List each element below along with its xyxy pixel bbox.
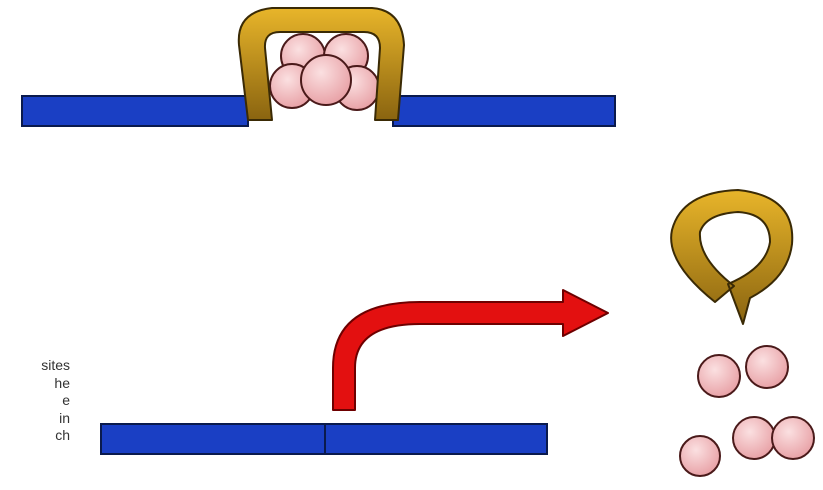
dna-segment-left — [101, 424, 325, 454]
caption-line: sites — [0, 357, 70, 375]
caption-text: sites he e in ch — [0, 357, 70, 445]
dna-segment-right — [325, 424, 547, 454]
caption-line: in — [0, 410, 70, 428]
histone-sphere-icon — [680, 436, 720, 476]
caption-line: e — [0, 392, 70, 410]
histone-sphere-icon — [733, 417, 775, 459]
caption-line: he — [0, 375, 70, 393]
histone-sphere-icon — [746, 346, 788, 388]
clamp-icon — [671, 190, 792, 324]
released-components — [671, 190, 814, 476]
caption-line: ch — [0, 427, 70, 445]
dna-segment-right — [393, 96, 615, 126]
bottom-dna — [101, 424, 547, 454]
curved-red-arrow-icon — [333, 290, 608, 410]
dna-segment-left — [22, 96, 248, 126]
histone-sphere-icon — [698, 355, 740, 397]
histone-sphere-icon — [772, 417, 814, 459]
top-complex — [22, 8, 615, 126]
histone-sphere-icon — [301, 55, 351, 105]
histone-cluster — [270, 34, 379, 110]
